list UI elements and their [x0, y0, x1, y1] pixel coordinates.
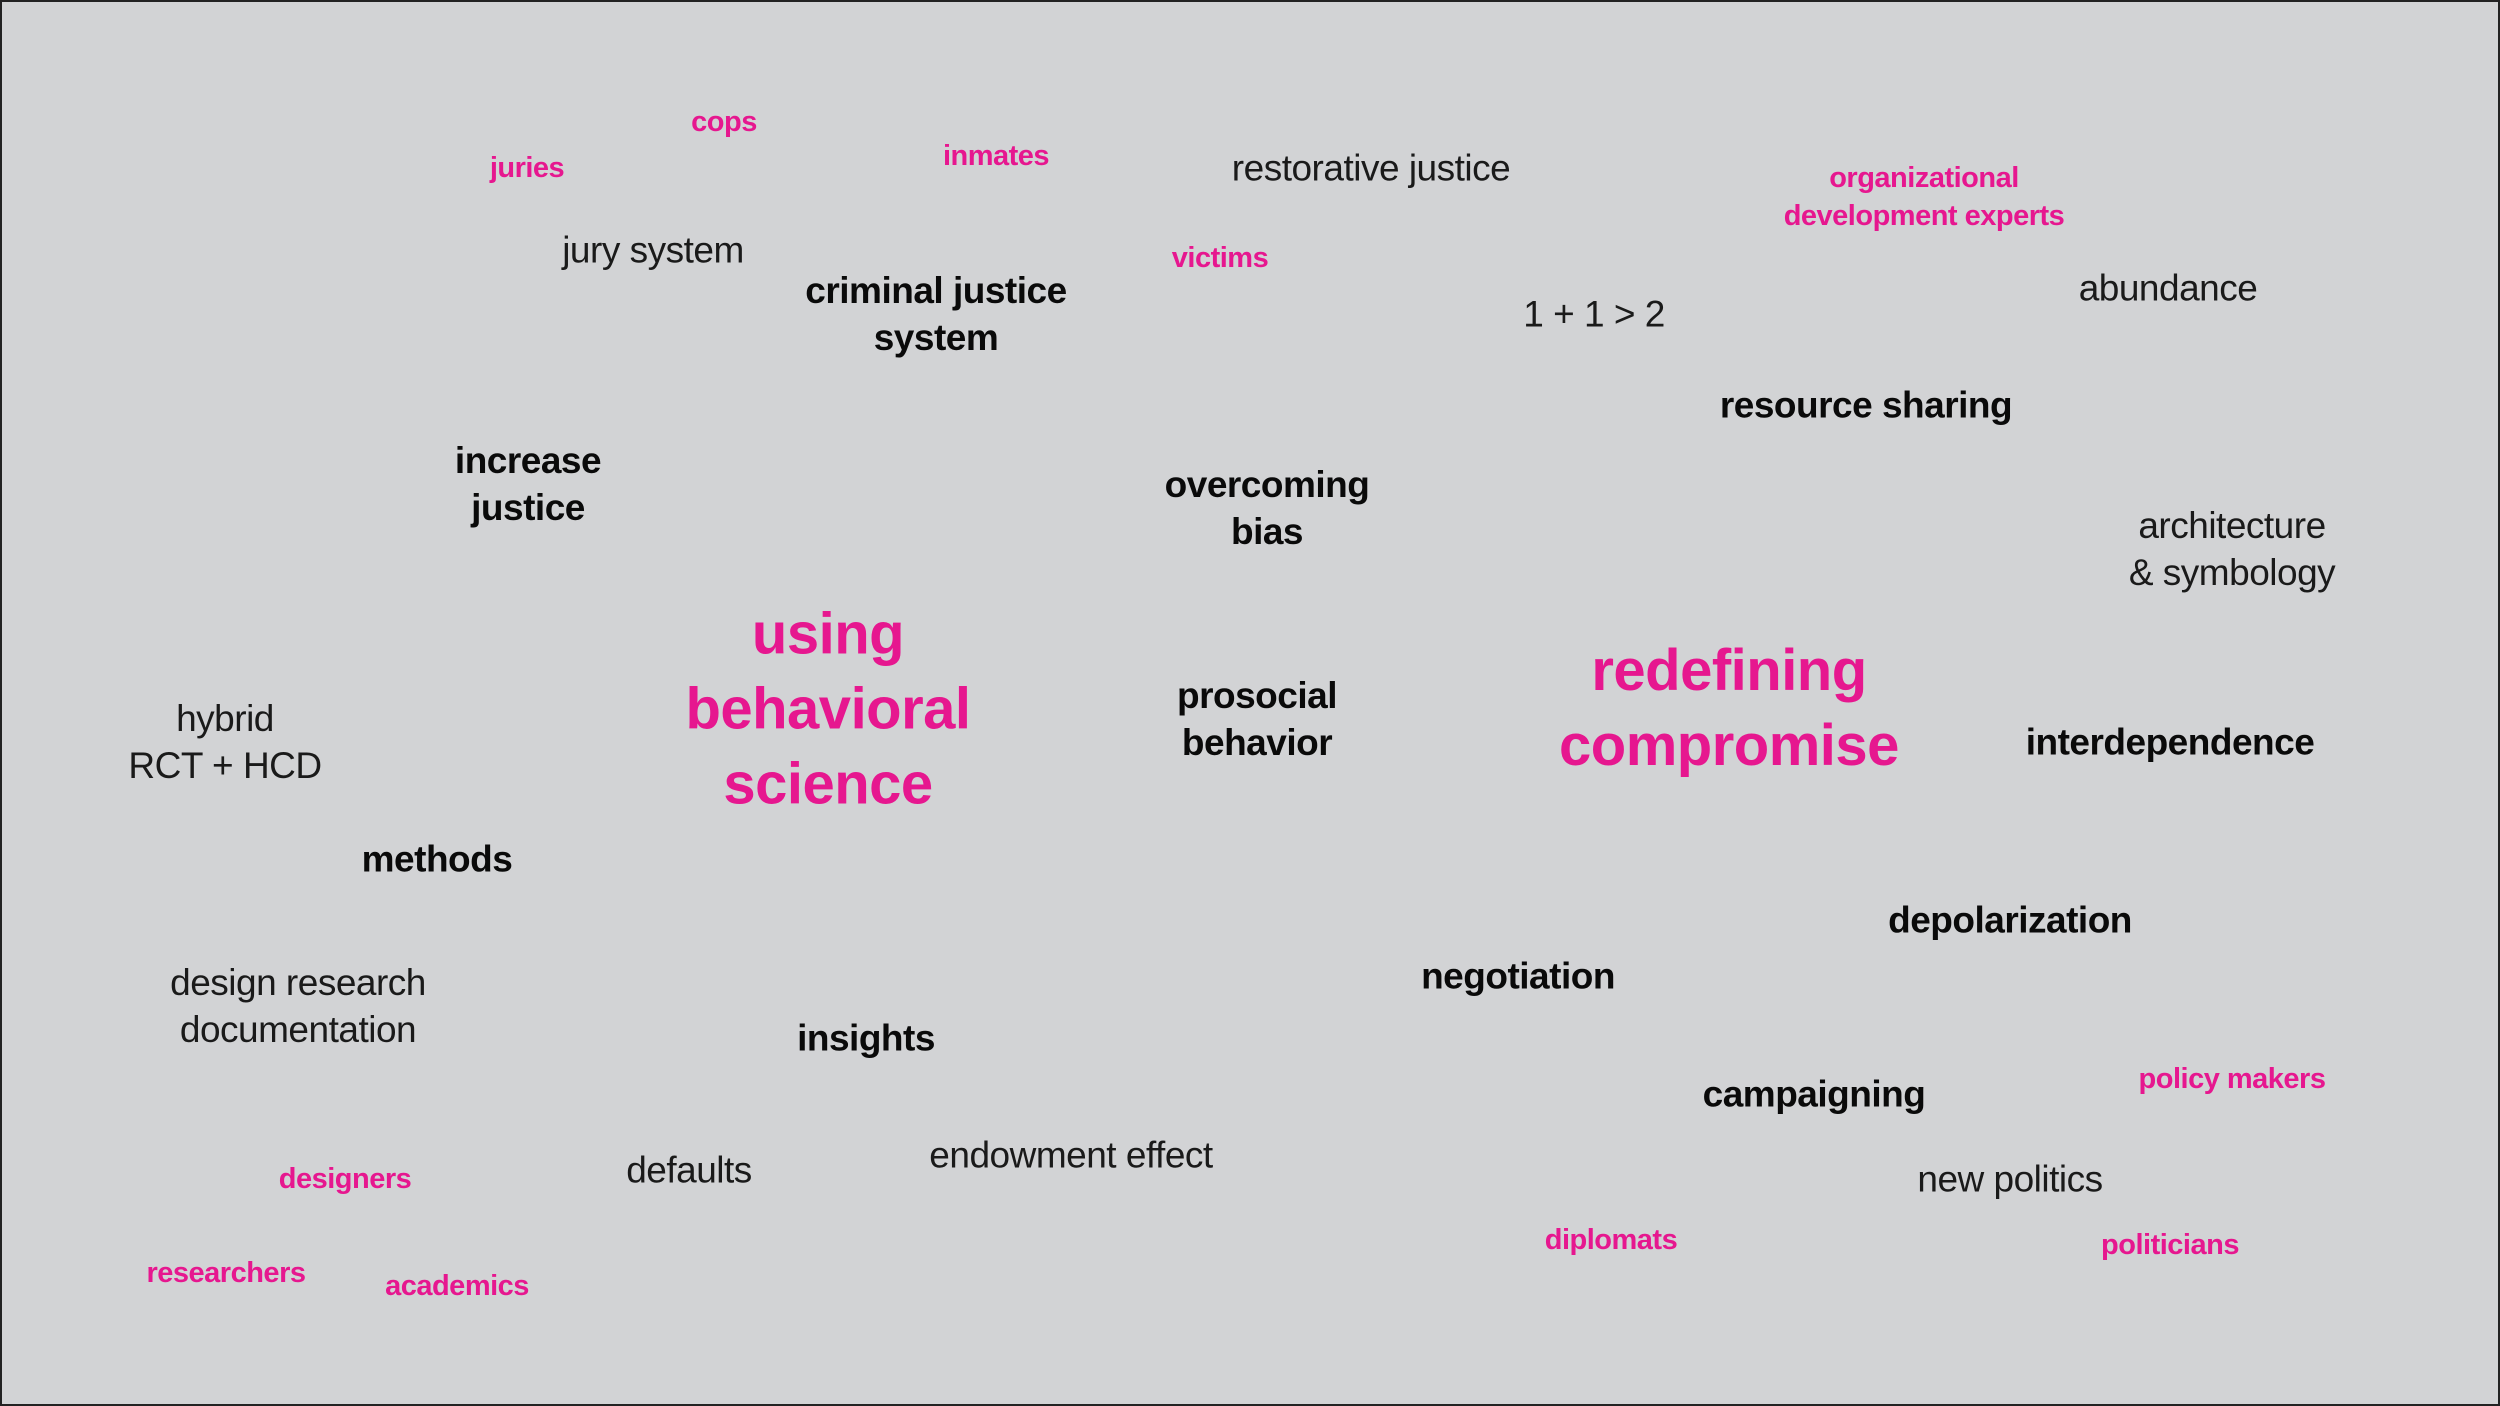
term-one-plus-one: 1 + 1 > 2 [1523, 293, 1665, 335]
role-politicians: politicians [2101, 1229, 2239, 1261]
term-new-politics: new politics [1917, 1158, 2103, 1200]
role-diplomats: diplomats [1544, 1224, 1678, 1256]
term-increase-justice: increase justice [454, 440, 602, 528]
term-insights: insights [797, 1017, 935, 1059]
term-hybrid-rct-hcd: hybrid RCT + HCD [128, 698, 322, 786]
role-juries: juries [489, 152, 565, 184]
role-academics: academics [385, 1270, 529, 1302]
theme-redefining-compromise: redefining compromise [1559, 638, 1899, 778]
term-endowment-effect: endowment effect [929, 1134, 1213, 1176]
term-methods: methods [361, 838, 513, 880]
role-designers: designers [278, 1163, 412, 1195]
term-jury-system: jury system [562, 229, 744, 271]
role-policy-makers: policy makers [2138, 1063, 2326, 1095]
term-campaigning: campaigning [1702, 1073, 1926, 1115]
theme-using-behavioral-science: using behavioral science [685, 601, 971, 817]
term-depolarization: depolarization [1888, 899, 2132, 941]
term-overcoming-bias: overcoming bias [1164, 464, 1370, 552]
role-researchers: researchers [146, 1257, 306, 1289]
role-victims: victims [1171, 242, 1269, 274]
term-defaults: defaults [626, 1149, 752, 1191]
term-interdependence: interdependence [2025, 721, 2315, 763]
role-cops: cops [691, 106, 757, 138]
term-negotiation: negotiation [1421, 955, 1615, 997]
term-restorative-justice: restorative justice [1231, 147, 1511, 189]
term-architecture-symbology: architecture & symbology [2128, 505, 2336, 593]
term-abundance: abundance [2078, 267, 2258, 309]
role-organizational-development-experts: organizational development experts [1783, 162, 2065, 232]
term-resource-sharing: resource sharing [1719, 384, 2013, 426]
term-criminal-justice-system: criminal justice system [805, 270, 1067, 358]
term-prosocial-behavior: prosocial behavior [1177, 675, 1338, 763]
term-design-research-documentation: design research documentation [170, 962, 426, 1050]
role-inmates: inmates [942, 140, 1050, 172]
